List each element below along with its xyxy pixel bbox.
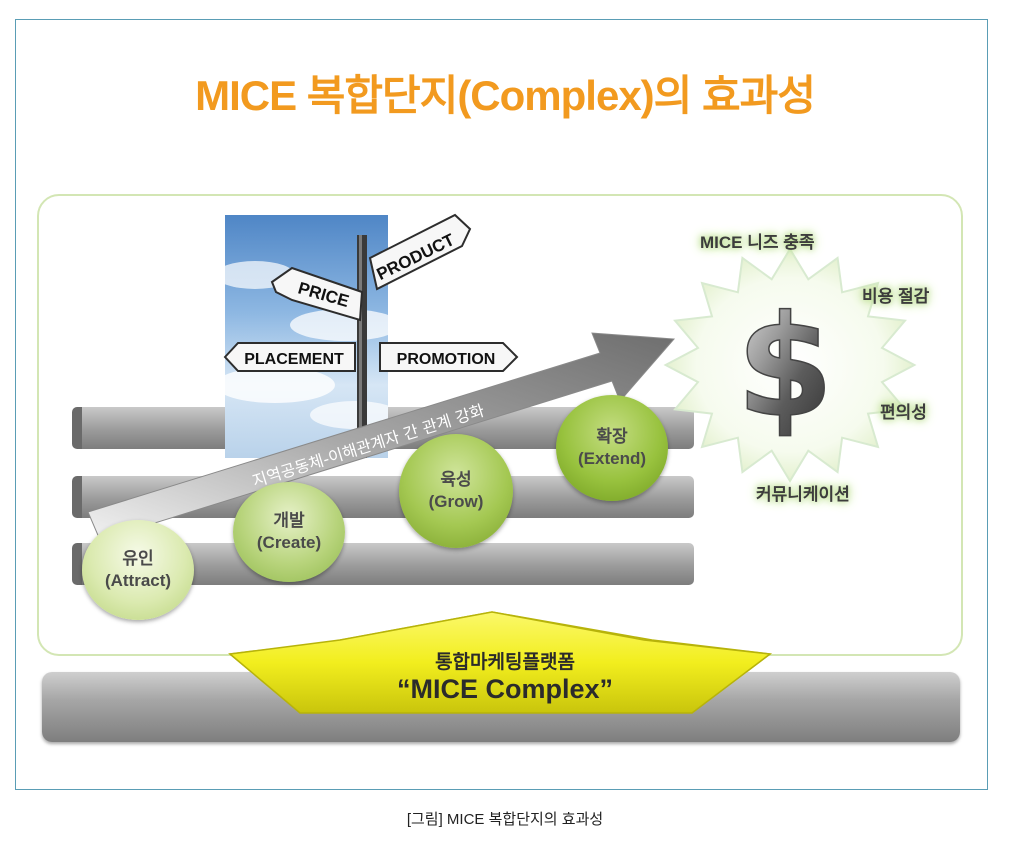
platform-line1: 통합마케팅플랫폼: [435, 652, 575, 673]
stage-create-ko: 개발: [273, 511, 305, 530]
signpost-promotion-label: PROMOTION: [397, 351, 496, 368]
stage-grow-ko: 육성: [440, 470, 472, 489]
stage-create-en: (Create): [256, 533, 322, 552]
effect-communication: 커뮤니케이션: [756, 485, 850, 504]
stage-extend: 확장 (Extend): [556, 395, 668, 501]
stage-attract: 유인 (Attract): [82, 520, 194, 620]
signpost-placement-label: PLACEMENT: [244, 351, 344, 368]
platform-arrow-shape: [228, 611, 772, 714]
effect-needs: MICE 니즈 충족: [700, 233, 815, 252]
signpost-placement: PLACEMENT: [223, 342, 356, 372]
stage-attract-en: (Attract): [104, 571, 172, 590]
signpost-promotion: PROMOTION: [379, 342, 519, 372]
stage-grow-en: (Grow): [428, 492, 484, 511]
stage-extend-ko: 확장: [596, 427, 628, 446]
effect-convenience: 편의성: [880, 403, 927, 422]
effect-cost: 비용 절감: [862, 287, 930, 306]
stage-extend-en: (Extend): [578, 449, 646, 468]
dollar-icon: $: [736, 286, 833, 449]
platform-line2: “MICE Complex”: [396, 674, 614, 704]
figure-title: MICE 복합단지(Complex)의 효과성: [195, 72, 816, 119]
stage-grow: 육성 (Grow): [399, 434, 513, 548]
stage-create: 개발 (Create): [233, 482, 345, 582]
figure-caption: [그림] MICE 복합단지의 효과성: [406, 811, 604, 828]
signpost-image: [225, 215, 388, 458]
effects-starburst: $: [663, 247, 917, 483]
stage-attract-ko: 유인: [122, 549, 154, 568]
